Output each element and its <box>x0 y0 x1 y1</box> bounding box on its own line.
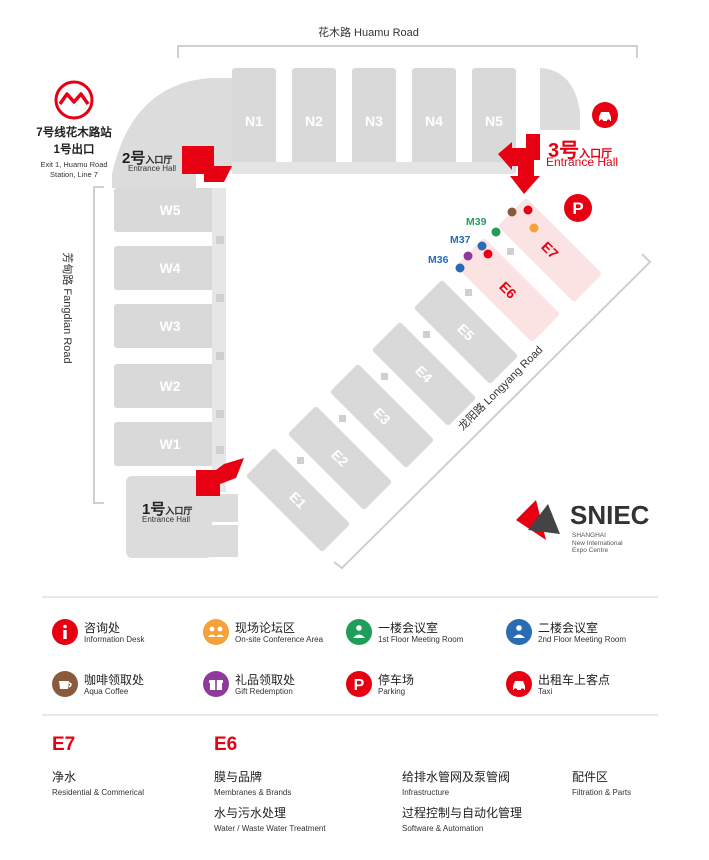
southeast-road-line <box>333 253 652 570</box>
entrance-3-arrow <box>498 134 540 194</box>
hall-w2: W2 <box>114 364 222 408</box>
entrance-3-en: Entrance Hall <box>546 155 619 169</box>
legend-info: 咨询处 Information Desk <box>52 616 202 650</box>
metro-exit-en: Exit 1, Huamu Road Station, Line 7 <box>40 160 108 179</box>
sw-small-block-2 <box>208 525 238 557</box>
west-corridor-nodes <box>216 236 224 454</box>
ne-corner-block <box>540 68 580 130</box>
legend-meeting-1f: 一楼会议室 1st Floor Meeting Room <box>346 616 496 650</box>
parking-legend-icon: P <box>346 671 372 697</box>
hall-e2: E2 <box>288 406 392 510</box>
hall-e6: E6 <box>456 238 560 342</box>
metro-station-title: 7号线花木路站 <box>36 127 112 139</box>
metro-exit-label: 1号出口 <box>53 144 95 156</box>
info-icon <box>52 619 78 645</box>
hall-n4: N4 <box>412 68 456 174</box>
gift-icon <box>203 671 229 697</box>
hall-w3: W3 <box>114 304 222 348</box>
west-road-line <box>93 186 104 504</box>
svg-text:W1: W1 <box>160 436 181 452</box>
hall-e7: E7 <box>498 198 602 302</box>
conference-icon <box>203 619 229 645</box>
entrance-2-en: Entrance Hall <box>128 164 177 173</box>
svg-text:N2: N2 <box>305 113 323 129</box>
section-e6-item: 水与污水处理 Water / Waste Water Treatment <box>214 806 326 833</box>
north-corridor <box>232 162 514 174</box>
meeting-1f-icon <box>346 619 372 645</box>
entrance-3-label: 3号入口厅 <box>548 140 613 162</box>
west-road-label: 芳甸路 Fangdian Road <box>61 252 73 364</box>
section-e6-item: 配件区 Filtration & Parts <box>572 770 632 797</box>
north-halls: N1 N2 N3 N4 N5 <box>232 68 516 174</box>
corridor-node <box>423 331 430 338</box>
entrance-1-arrow <box>196 458 244 496</box>
legend-parking: P 停车场 Parking <box>346 668 496 702</box>
taxi-legend-icon <box>506 671 532 697</box>
sniec-logo: SNIEC SHANGHAI New International Expo Ce… <box>570 500 650 554</box>
svg-text:P: P <box>572 199 583 218</box>
meeting-room-m36: M36 <box>428 254 449 266</box>
section-e6-item: 给排水管网及泵管阀 Infrastructure <box>402 770 511 797</box>
corridor-node <box>297 457 304 464</box>
hall-w1: W1 <box>114 422 222 466</box>
section-e6-item: 过程控制与自动化管理 Software & Automation <box>402 806 523 833</box>
section-e6-item: 膜与品牌 Membranes & Brands <box>214 770 292 797</box>
entrance-2-label: 2号入口厅 <box>122 150 173 167</box>
svg-text:W3: W3 <box>160 318 181 334</box>
section-e6-title: E6 <box>214 734 238 755</box>
coffee-icon <box>52 671 78 697</box>
legend-meeting-2f: 二楼会议室 2nd Floor Meeting Room <box>506 616 656 650</box>
svg-text:N1: N1 <box>245 113 263 129</box>
hall-w5: W5 <box>114 188 222 232</box>
svg-text:N3: N3 <box>365 113 383 129</box>
legend-divider-bottom <box>42 714 658 716</box>
section-e7-item: 净水 Residential & Commerical <box>52 770 145 797</box>
corridor-node <box>339 415 346 422</box>
hall-w4: W4 <box>114 246 222 290</box>
north-road-line <box>177 45 638 58</box>
meeting-room-m39: M39 <box>466 216 487 228</box>
corridor-node <box>465 289 472 296</box>
entrance-1-label: 1号入口厅 <box>142 501 193 518</box>
sniec-logo-mark <box>516 500 560 540</box>
sw-small-block <box>208 494 238 522</box>
legend-gift: 礼品领取处 Gift Redemption <box>203 668 353 702</box>
hall-n1: N1 <box>232 68 276 174</box>
corridor-node <box>507 248 514 255</box>
section-e7-title: E7 <box>52 734 76 755</box>
corridor-node <box>381 373 388 380</box>
entrance-1-en: Entrance Hall <box>142 515 191 524</box>
svg-text:N5: N5 <box>485 113 503 129</box>
hall-e4: E4 <box>372 322 476 426</box>
sw-block <box>126 476 212 558</box>
svg-text:P: P <box>354 677 365 694</box>
entrance-2-arrow <box>182 146 232 182</box>
shanghai-metro-logo <box>54 80 94 120</box>
svg-text:W5: W5 <box>160 202 181 218</box>
svg-text:W2: W2 <box>160 378 181 394</box>
parking-icon: P <box>564 194 592 222</box>
legend-divider-top <box>42 596 658 598</box>
legend-coffee: 咖啡领取处 Aqua Coffee <box>52 668 202 702</box>
taxi-icon <box>592 102 618 128</box>
hall-n3: N3 <box>352 68 396 174</box>
svg-text:W4: W4 <box>160 260 181 276</box>
map-service-icons <box>455 205 539 273</box>
hall-e1: E1 <box>246 448 350 552</box>
meeting-room-m37: M37 <box>450 234 471 246</box>
hall-e5: E5 <box>414 280 518 384</box>
legend-conference: 现场论坛区 On-site Conference Area <box>203 616 353 650</box>
svg-text:N4: N4 <box>425 113 443 129</box>
meeting-2f-icon <box>506 619 532 645</box>
legend-taxi: 出租车上客点 Taxi <box>506 668 656 702</box>
hall-n2: N2 <box>292 68 336 174</box>
hall-n5: N5 <box>472 68 516 174</box>
hall-e3: E3 <box>330 364 434 468</box>
north-road-label: 花木路 Huamu Road <box>318 27 419 39</box>
